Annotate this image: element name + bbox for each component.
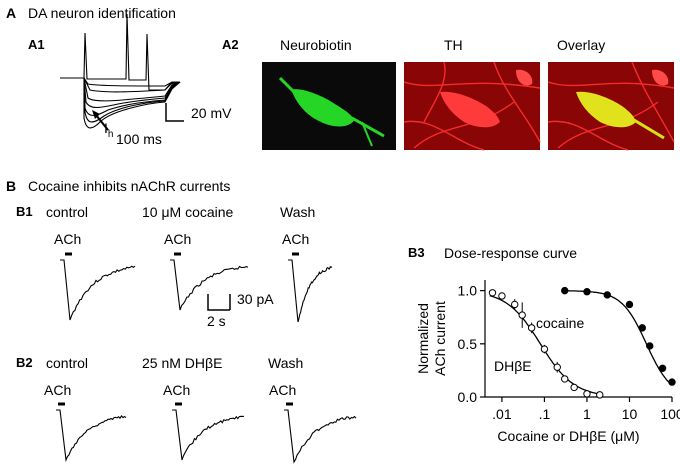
data-point [596, 391, 604, 399]
x-tick-label: 10 [622, 406, 638, 422]
y-tick-label: 0.5 [458, 336, 478, 352]
micrograph-overlay [547, 61, 675, 151]
x-tick-label: .01 [492, 406, 512, 422]
ih-label: Ih [104, 120, 114, 140]
a2-label: A2 [222, 37, 239, 52]
data-point [561, 286, 569, 295]
data-point [603, 291, 611, 299]
data-point [561, 375, 569, 383]
y-tick-label: 0.0 [458, 389, 478, 405]
a2-title-neurobiotin: Neurobiotin [280, 37, 352, 53]
a1-scale-time: 100 ms [116, 131, 162, 147]
panel-b-letter: B [6, 178, 17, 194]
b2-label: B2 [16, 355, 33, 370]
data-point [583, 288, 591, 296]
x-axis-label: Cocaine or DHβE (μM) [497, 428, 639, 444]
a2-title-overlay: Overlay [557, 37, 606, 53]
data-point [527, 324, 536, 332]
b1-condition-control: control [46, 204, 89, 220]
y-tick-label: 1.0 [458, 283, 478, 299]
b1-stim-ach-3: ACh [282, 231, 310, 247]
x-tick-label: .1 [539, 406, 551, 422]
b2-condition-dhbe: 25 nM DHβE [142, 355, 223, 371]
b2-stim-ach-3: ACh [269, 382, 297, 398]
data-point [570, 383, 578, 392]
data-point [518, 311, 526, 319]
data-point [638, 324, 646, 332]
data-point [540, 345, 549, 353]
data-point [646, 342, 654, 350]
data-point [668, 378, 676, 386]
panel-b-title: Cocaine inhibits nAChR currents [28, 178, 231, 194]
data-point [488, 289, 497, 297]
data-point [658, 364, 667, 372]
b2-stim-ach-1: ACh [44, 382, 72, 398]
series-label-cocaine: cocaine [536, 315, 584, 331]
b2-condition-control: control [46, 355, 89, 371]
x-tick-label: 100 [660, 406, 680, 422]
micrograph-neurobiotin [262, 62, 396, 150]
b1-label: B1 [16, 204, 33, 219]
y-axis-label-line1: Normalized [415, 303, 431, 374]
b3-label: B3 [408, 245, 425, 260]
y-axis-label-line2: ACh current [432, 301, 448, 376]
b1-scale-time: 2 s [207, 313, 226, 329]
b1-stim-ach-1: ACh [54, 231, 82, 247]
data-point [553, 363, 561, 371]
panel-a-letter: A [6, 5, 17, 21]
data-point [583, 390, 591, 398]
micrograph-th [403, 61, 541, 151]
x-tick-label: 1 [583, 406, 591, 422]
b2-stim-ach-2: ACh [163, 382, 191, 398]
b1-condition-cocaine: 10 μM cocaine [142, 204, 234, 220]
a1-scale-voltage: 20 mV [191, 105, 232, 121]
b2-condition-wash: Wash [268, 355, 304, 371]
a2-title-th: TH [444, 37, 463, 53]
data-point [625, 300, 634, 309]
data-point [498, 292, 506, 300]
fit-curve-cocaine [564, 290, 673, 386]
data-point [511, 300, 519, 309]
b1-condition-wash: Wash [280, 204, 316, 220]
series-label-dhbe: DHβE [494, 358, 532, 374]
b1-stim-ach-2: ACh [164, 231, 192, 247]
fit-curve-dhbe [489, 294, 600, 395]
b3-title: Dose-response curve [444, 245, 578, 261]
a1-label: A1 [28, 37, 45, 52]
